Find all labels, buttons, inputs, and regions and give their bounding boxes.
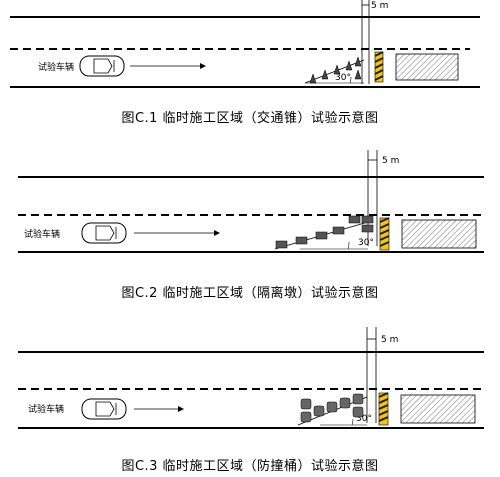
crash-barrel-icon bbox=[313, 405, 325, 417]
caption: 图C.1 临时施工区域（交通锥）试验示意图 bbox=[121, 111, 379, 126]
construction-zone bbox=[395, 53, 459, 81]
diagram-crash-barrel: 5 m 试验车辆 30° bbox=[18, 327, 484, 429]
diagram-traffic-cone: 5 m 试验车辆 30° bbox=[10, 0, 480, 88]
panel-traffic-cone: 5 m 试验车辆 30° 图C.1 临时施工区域（交通 bbox=[0, 0, 500, 160]
vehicle-label: 试验车辆 bbox=[38, 61, 74, 73]
crash-barrel-group bbox=[300, 393, 364, 423]
distance-label: 5 m bbox=[382, 156, 399, 166]
construction-zone bbox=[400, 394, 476, 424]
barrier-block-icon bbox=[348, 215, 361, 224]
angle-arc bbox=[347, 241, 350, 250]
warning-sign bbox=[379, 217, 390, 251]
angle-label: 30° bbox=[356, 414, 372, 424]
diagram-barrier-block: 5 m 试验车辆 30° bbox=[18, 150, 484, 253]
warning-sign bbox=[378, 392, 389, 426]
distance-label: 5 m bbox=[371, 1, 388, 11]
traffic-cone-icon bbox=[354, 69, 362, 80]
angle-label: 30° bbox=[335, 73, 351, 83]
panel-crash-barrel: 5 m 试验车辆 30° 图C.3 临时施工区域（防撞桶）试验示意图 bbox=[0, 325, 500, 477]
barrier-block-icon bbox=[332, 226, 345, 235]
angle-arc bbox=[349, 76, 352, 84]
vehicle-label: 试验车辆 bbox=[28, 403, 64, 415]
traffic-cone-icon bbox=[345, 60, 353, 71]
traffic-cone-icon bbox=[354, 56, 362, 67]
barrier-block-icon bbox=[275, 240, 288, 249]
test-vehicle bbox=[81, 222, 127, 244]
barrier-block-group bbox=[275, 215, 374, 249]
crash-barrel-icon bbox=[300, 411, 312, 423]
direction-arrowhead bbox=[214, 230, 220, 236]
caption: 图C.2 临时施工区域（隔离墩）试验示意图 bbox=[121, 286, 379, 301]
test-vehicle bbox=[79, 55, 125, 77]
barrier-block-icon bbox=[315, 231, 328, 240]
traffic-cone-icon bbox=[321, 69, 329, 80]
barrier-block-icon bbox=[361, 215, 374, 224]
angle-label: 30° bbox=[358, 238, 374, 248]
barrier-block-icon bbox=[295, 236, 308, 245]
angle-arc bbox=[351, 418, 354, 426]
barrier-block-icon bbox=[361, 224, 374, 233]
crash-barrel-icon bbox=[352, 406, 364, 418]
traffic-cone-icon bbox=[333, 64, 341, 75]
crash-barrel-icon bbox=[326, 401, 338, 413]
panel-barrier-block: 5 m 试验车辆 30° 图C.2 临时施工区域（隔离墩）试验示意图 bbox=[0, 150, 500, 310]
crash-barrel-icon bbox=[339, 397, 351, 409]
traffic-cone-icon bbox=[309, 73, 317, 84]
direction-arrowhead bbox=[200, 63, 206, 69]
crash-barrel-icon bbox=[352, 393, 364, 405]
vehicle-label: 试验车辆 bbox=[24, 228, 60, 240]
distance-label: 5 m bbox=[381, 335, 398, 345]
crash-barrel-icon bbox=[300, 398, 312, 410]
traffic-cone-group bbox=[309, 56, 362, 84]
direction-arrowhead bbox=[178, 406, 184, 412]
caption: 图C.3 临时施工区域（防撞桶）试验示意图 bbox=[121, 459, 379, 474]
construction-zone bbox=[401, 219, 477, 249]
test-vehicle bbox=[81, 398, 127, 420]
warning-sign bbox=[374, 51, 384, 83]
